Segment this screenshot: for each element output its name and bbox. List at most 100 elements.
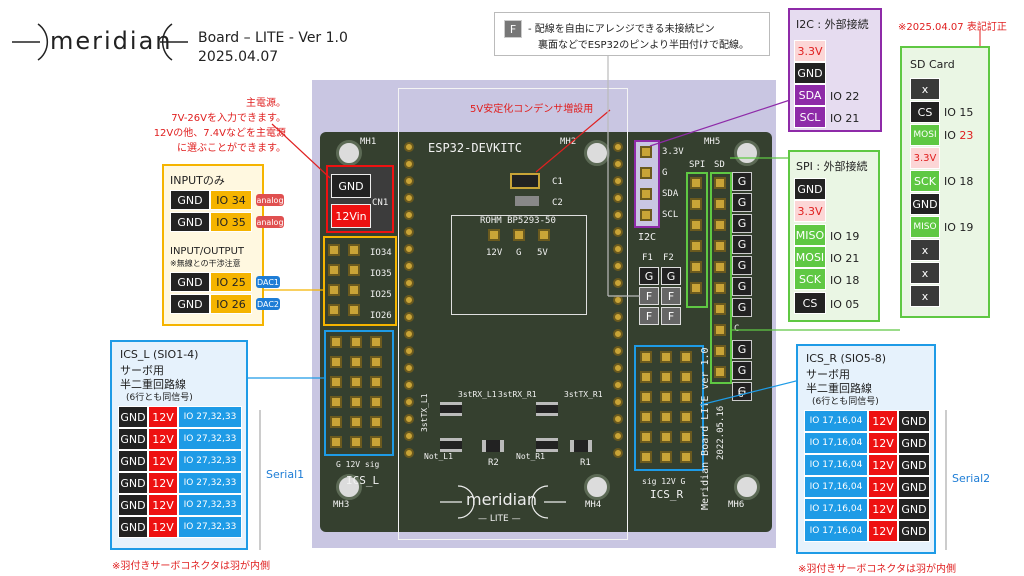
spi-sck-cell: SCK xyxy=(794,268,826,290)
i2c-33v-cell: 3.3V xyxy=(794,40,826,62)
ics-gnd-cell: GND xyxy=(898,498,930,520)
three-rx-r1-label: 3stRX_R1 xyxy=(498,390,537,399)
power-gnd-cell: GND xyxy=(331,174,371,198)
i2c-33v-label: 3.3V xyxy=(662,147,684,157)
chip-u2 xyxy=(536,402,558,416)
reg-12v-label: 12V xyxy=(486,248,503,258)
spi-gnd-cell: GND xyxy=(794,178,826,200)
f-g-cell-1: G xyxy=(639,267,659,285)
input-output-title: INPUT/OUTPUT xyxy=(170,246,245,257)
f-g-cell-2: G xyxy=(661,267,681,285)
serial2-label: Serial2 xyxy=(952,472,991,485)
g-cell: G xyxy=(732,340,752,359)
sd-header-outline xyxy=(710,172,732,384)
ics-gnd-cell: GND xyxy=(898,432,930,454)
g-cell: G xyxy=(732,193,752,212)
sd-card-title: SD Card xyxy=(910,58,955,71)
mh4-label: MH4 xyxy=(585,500,602,510)
ics-12v-cell: 12V xyxy=(148,406,178,428)
ics-12v-cell: 12V xyxy=(868,476,898,498)
ics-12v-cell: 12V xyxy=(868,520,898,542)
ics-r-title: ICS_R (SIO5-8) xyxy=(806,352,886,365)
sd-cs-cell: CS xyxy=(910,101,940,123)
main-power-note-line: 7V-26Vを入力できます。 xyxy=(171,113,286,124)
r1-label: R1 xyxy=(580,458,591,468)
sd-sck-value: IO 18 xyxy=(944,175,974,188)
board-date: 2025.04.07 xyxy=(198,49,279,65)
sd-header-pins xyxy=(714,177,728,387)
ics-12v-cell: 12V xyxy=(148,516,178,538)
spi-cs-cell: CS xyxy=(794,292,826,314)
spi-title: SPI : 外部接続 xyxy=(796,160,868,173)
ics-r-pcb-label: ICS_R xyxy=(650,488,684,501)
mount-hole-mh4 xyxy=(584,474,610,500)
ics-gnd-cell: GND xyxy=(118,406,148,428)
f-cell-3: F xyxy=(639,307,659,325)
f-cell-1: F xyxy=(639,287,659,305)
i2c-g-label: G xyxy=(662,168,668,178)
sd-miso-value: IO 19 xyxy=(944,221,974,234)
sd-mosi-cell: MOSI xyxy=(910,124,940,146)
sd-x-cell: x xyxy=(910,239,940,261)
spi-header-outline xyxy=(686,172,708,308)
i2c-scl-label: SCL xyxy=(662,210,679,220)
ics-gnd-cell: GND xyxy=(898,454,930,476)
mh2-label: MH2 xyxy=(560,137,577,147)
pcb-logo: meridian — LITE — xyxy=(438,482,568,528)
ground-column: G G G G G G G G G G xyxy=(732,172,752,402)
ics-12v-cell: 12V xyxy=(868,498,898,520)
main-power-note-line: 12Vの他、7.4Vなどを主電源 xyxy=(153,128,286,139)
capacitor-c2 xyxy=(515,196,539,206)
board-title: Board – LITE - Ver 1.0 xyxy=(198,30,348,46)
g-cell: G xyxy=(732,214,752,233)
not-r1-label: Not_R1 xyxy=(516,452,545,461)
regulator-label: ROHM BP5293-50 xyxy=(480,216,556,226)
c2-label: C2 xyxy=(552,198,563,208)
mh1-label: MH1 xyxy=(360,137,377,147)
ics-l-rows: GND 12V IO 27,32,33 GND 12V IO 27,32,33 … xyxy=(118,406,242,544)
ics-12v-cell: 12V xyxy=(148,428,178,450)
three-rx-l1-label: 3stRX_L1 xyxy=(458,390,497,399)
ics-io-cell: IO 27,32,33 xyxy=(178,516,242,538)
spi-33v-cell: 3.3V xyxy=(794,200,826,222)
c1-label: C1 xyxy=(552,177,563,187)
i2c-header-pins xyxy=(640,146,654,226)
input-gnd-cell: GND xyxy=(170,190,210,210)
meridian-logo-arcs xyxy=(12,23,188,61)
ics-l-pcb-label: ICS_L xyxy=(346,474,380,487)
sd-miso-cell: MISO xyxy=(910,216,940,238)
f2-label: F2 xyxy=(663,253,674,263)
f-cell-2: F xyxy=(661,287,681,305)
i2c-scl-cell: SCL xyxy=(794,106,826,128)
ics-gnd-cell: GND xyxy=(118,428,148,450)
io-header-pins xyxy=(328,244,368,324)
input-output-subtitle: ※無線との干渉注意 xyxy=(170,259,241,268)
ics-12v-cell: 12V xyxy=(868,432,898,454)
sd-x-cell: x xyxy=(910,285,940,307)
main-power-note: 主電源。 7V-26Vを入力できます。 12Vの他、7.4Vなどを主電源 に選ぶ… xyxy=(126,94,286,154)
ics-r-header-pins xyxy=(640,351,700,467)
ics-io-cell: IO 27,32,33 xyxy=(178,450,242,472)
capacitor-note: 5V安定化コンデンサ増設用 xyxy=(470,104,594,115)
ics-io-cell: IO 17,16,04 xyxy=(804,432,868,454)
io-gnd-cell: GND xyxy=(170,294,210,314)
spi-cs-value: IO 05 xyxy=(830,298,860,311)
ics-io-cell: IO 17,16,04 xyxy=(804,498,868,520)
f-note-panel xyxy=(494,12,770,56)
ics-r-line: 半二重回路線 xyxy=(806,382,872,395)
input-io-cell: IO 35 xyxy=(210,212,252,232)
analog-badge: analog xyxy=(256,216,284,228)
ics-l-sub: (6行とも同信号) xyxy=(126,393,193,403)
chip-u1 xyxy=(440,402,462,416)
esp32-label: ESP32-DEVKITC xyxy=(428,141,522,155)
ics-io-cell: IO 27,32,33 xyxy=(178,472,242,494)
ics-l-title: ICS_L (SIO1-4) xyxy=(120,348,199,361)
sd-pcb-label: SD xyxy=(714,160,725,170)
f-note-line1: - 配線を自由にアレンジできる未接続ピン xyxy=(528,24,715,35)
g-cell: G xyxy=(732,172,752,191)
main-power-note-line: に選ぶことができます。 xyxy=(177,143,286,154)
f-cell-4: F xyxy=(661,307,681,325)
ics-io-cell: IO 17,16,04 xyxy=(804,454,868,476)
ics-l-header-outline xyxy=(324,330,394,456)
resistor-r1 xyxy=(570,440,592,452)
